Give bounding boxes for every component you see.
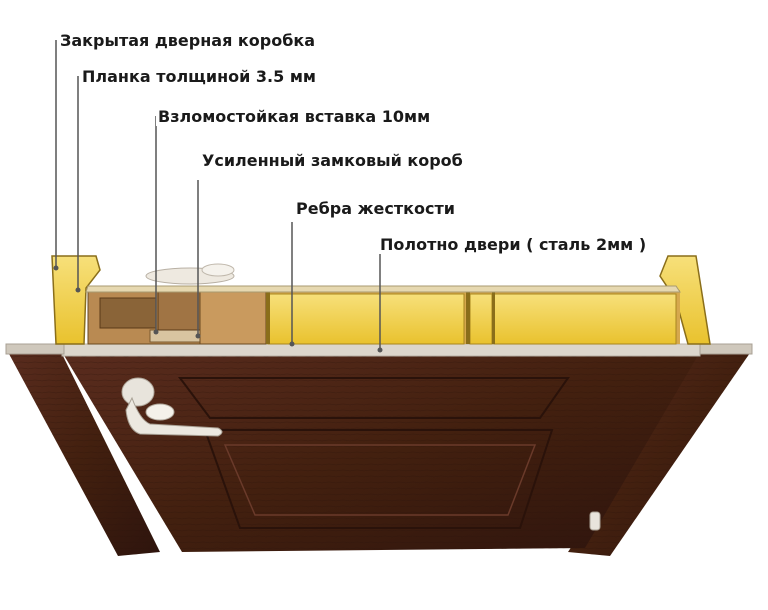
label-plank: Планка толщиной 3.5 мм (80, 68, 318, 86)
front-handle-base (146, 404, 174, 420)
label-closed-frame: Закрытая дверная коробка (58, 32, 317, 50)
right-latch (590, 512, 600, 530)
back-handle-knob (202, 264, 234, 276)
stiffening-rib-1 (266, 292, 270, 344)
anti-burglary-insert (158, 290, 200, 330)
insulation-block-2 (470, 294, 492, 344)
stiffening-rib-2 (466, 292, 470, 344)
label-anti-burglary-insert: Взломостойкая вставка 10мм (156, 108, 432, 126)
insulation-block-3 (494, 294, 676, 344)
label-stiffening-ribs: Ребра жесткости (294, 200, 457, 218)
right-frame-plank (700, 344, 752, 354)
left-frame-plank (6, 344, 64, 354)
label-lock-box: Усиленный замковый короб (200, 152, 465, 170)
stiffening-rib-3 (492, 292, 495, 344)
lock-box-cover (200, 292, 266, 344)
door-leaf-top-sheet (86, 286, 680, 292)
front-handle-rosette (122, 378, 154, 406)
insulation-block-1 (268, 294, 464, 344)
lock-box-inner (100, 298, 156, 328)
label-door-leaf: Полотно двери ( сталь 2мм ) (378, 236, 648, 254)
